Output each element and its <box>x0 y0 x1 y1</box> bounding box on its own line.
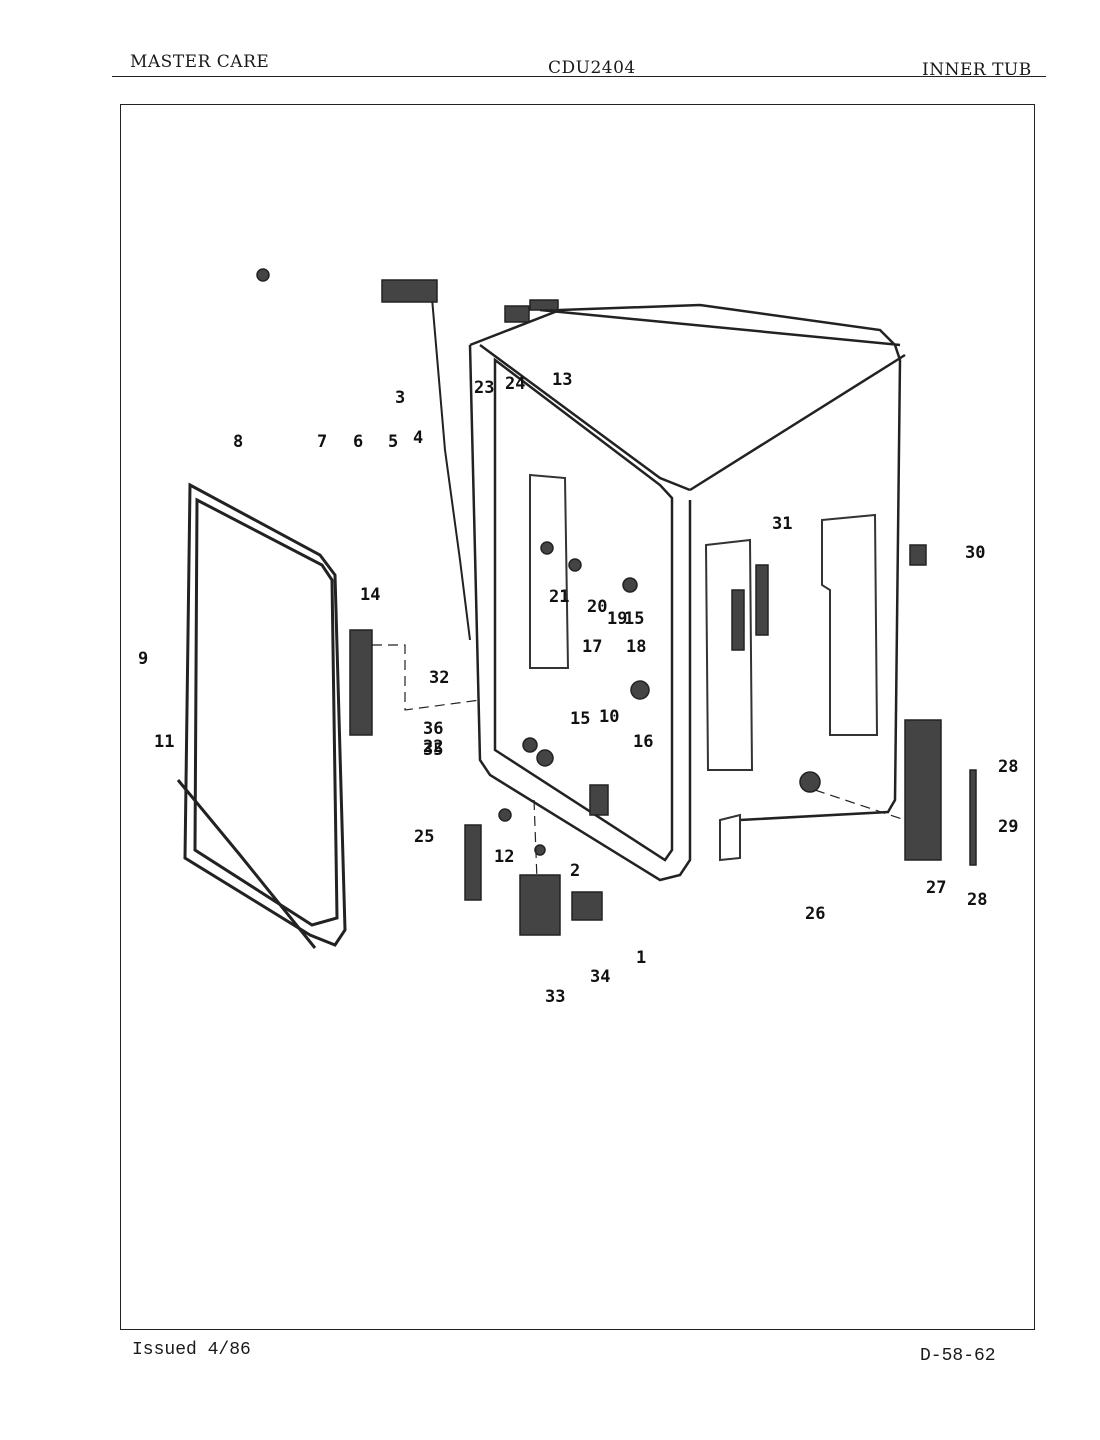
callout-29: 29 <box>998 817 1018 837</box>
callout-8: 8 <box>233 432 243 452</box>
callout-9: 9 <box>138 649 148 669</box>
tub-panels <box>529 473 879 862</box>
door-gasket <box>176 482 347 949</box>
section-title: INNER TUB <box>922 60 1032 80</box>
callout-31: 31 <box>772 514 792 534</box>
callout-24: 24 <box>505 374 525 394</box>
callout-19: 19 <box>607 609 627 629</box>
diagram-frame <box>120 104 1035 1330</box>
header-rule <box>112 76 1046 77</box>
callout-30: 30 <box>965 543 985 563</box>
callout-15a: 15 <box>624 609 644 629</box>
callout-6: 6 <box>353 432 363 452</box>
callout-14: 14 <box>360 585 380 605</box>
model-number: CDU2404 <box>548 58 636 78</box>
leader-lines <box>372 644 906 881</box>
callout-4: 4 <box>413 428 423 448</box>
hose-tube <box>431 297 471 641</box>
callout-21: 21 <box>549 587 569 607</box>
callout-17: 17 <box>582 637 602 657</box>
callout-7: 7 <box>317 432 327 452</box>
tub-body <box>468 303 906 882</box>
brand-label: MASTER CARE <box>130 52 270 72</box>
callout-5: 5 <box>388 432 398 452</box>
page-code: D-58-62 <box>920 1346 996 1366</box>
callout-33: 33 <box>545 987 565 1007</box>
callout-1: 1 <box>636 948 646 968</box>
callout-13: 13 <box>552 370 572 390</box>
callout-26: 26 <box>805 904 825 924</box>
callout-20: 20 <box>587 597 607 617</box>
callout-3: 3 <box>395 388 405 408</box>
callout-23: 23 <box>474 378 494 398</box>
callout-32: 32 <box>429 668 449 688</box>
callout-12: 12 <box>494 847 514 867</box>
small-parts <box>256 268 977 936</box>
callout-labels: 1 2 3 4 5 6 7 8 9 10 11 12 13 14 15 15 1… <box>138 370 1018 1007</box>
callout-36: 36 <box>423 719 443 739</box>
callout-35: 35 <box>423 740 443 760</box>
callout-16: 16 <box>633 732 653 752</box>
callout-18: 18 <box>626 637 646 657</box>
callout-2: 2 <box>570 861 580 881</box>
callout-22: 22 <box>423 737 443 757</box>
callout-34: 34 <box>590 967 610 987</box>
callout-11: 11 <box>154 732 174 752</box>
callout-28a: 28 <box>998 757 1018 777</box>
callout-15b: 15 <box>570 709 590 729</box>
callout-25: 25 <box>414 827 434 847</box>
issued-date: Issued 4/86 <box>132 1340 251 1360</box>
callout-28b: 28 <box>967 890 987 910</box>
callout-27: 27 <box>926 878 946 898</box>
callout-10: 10 <box>599 707 619 727</box>
